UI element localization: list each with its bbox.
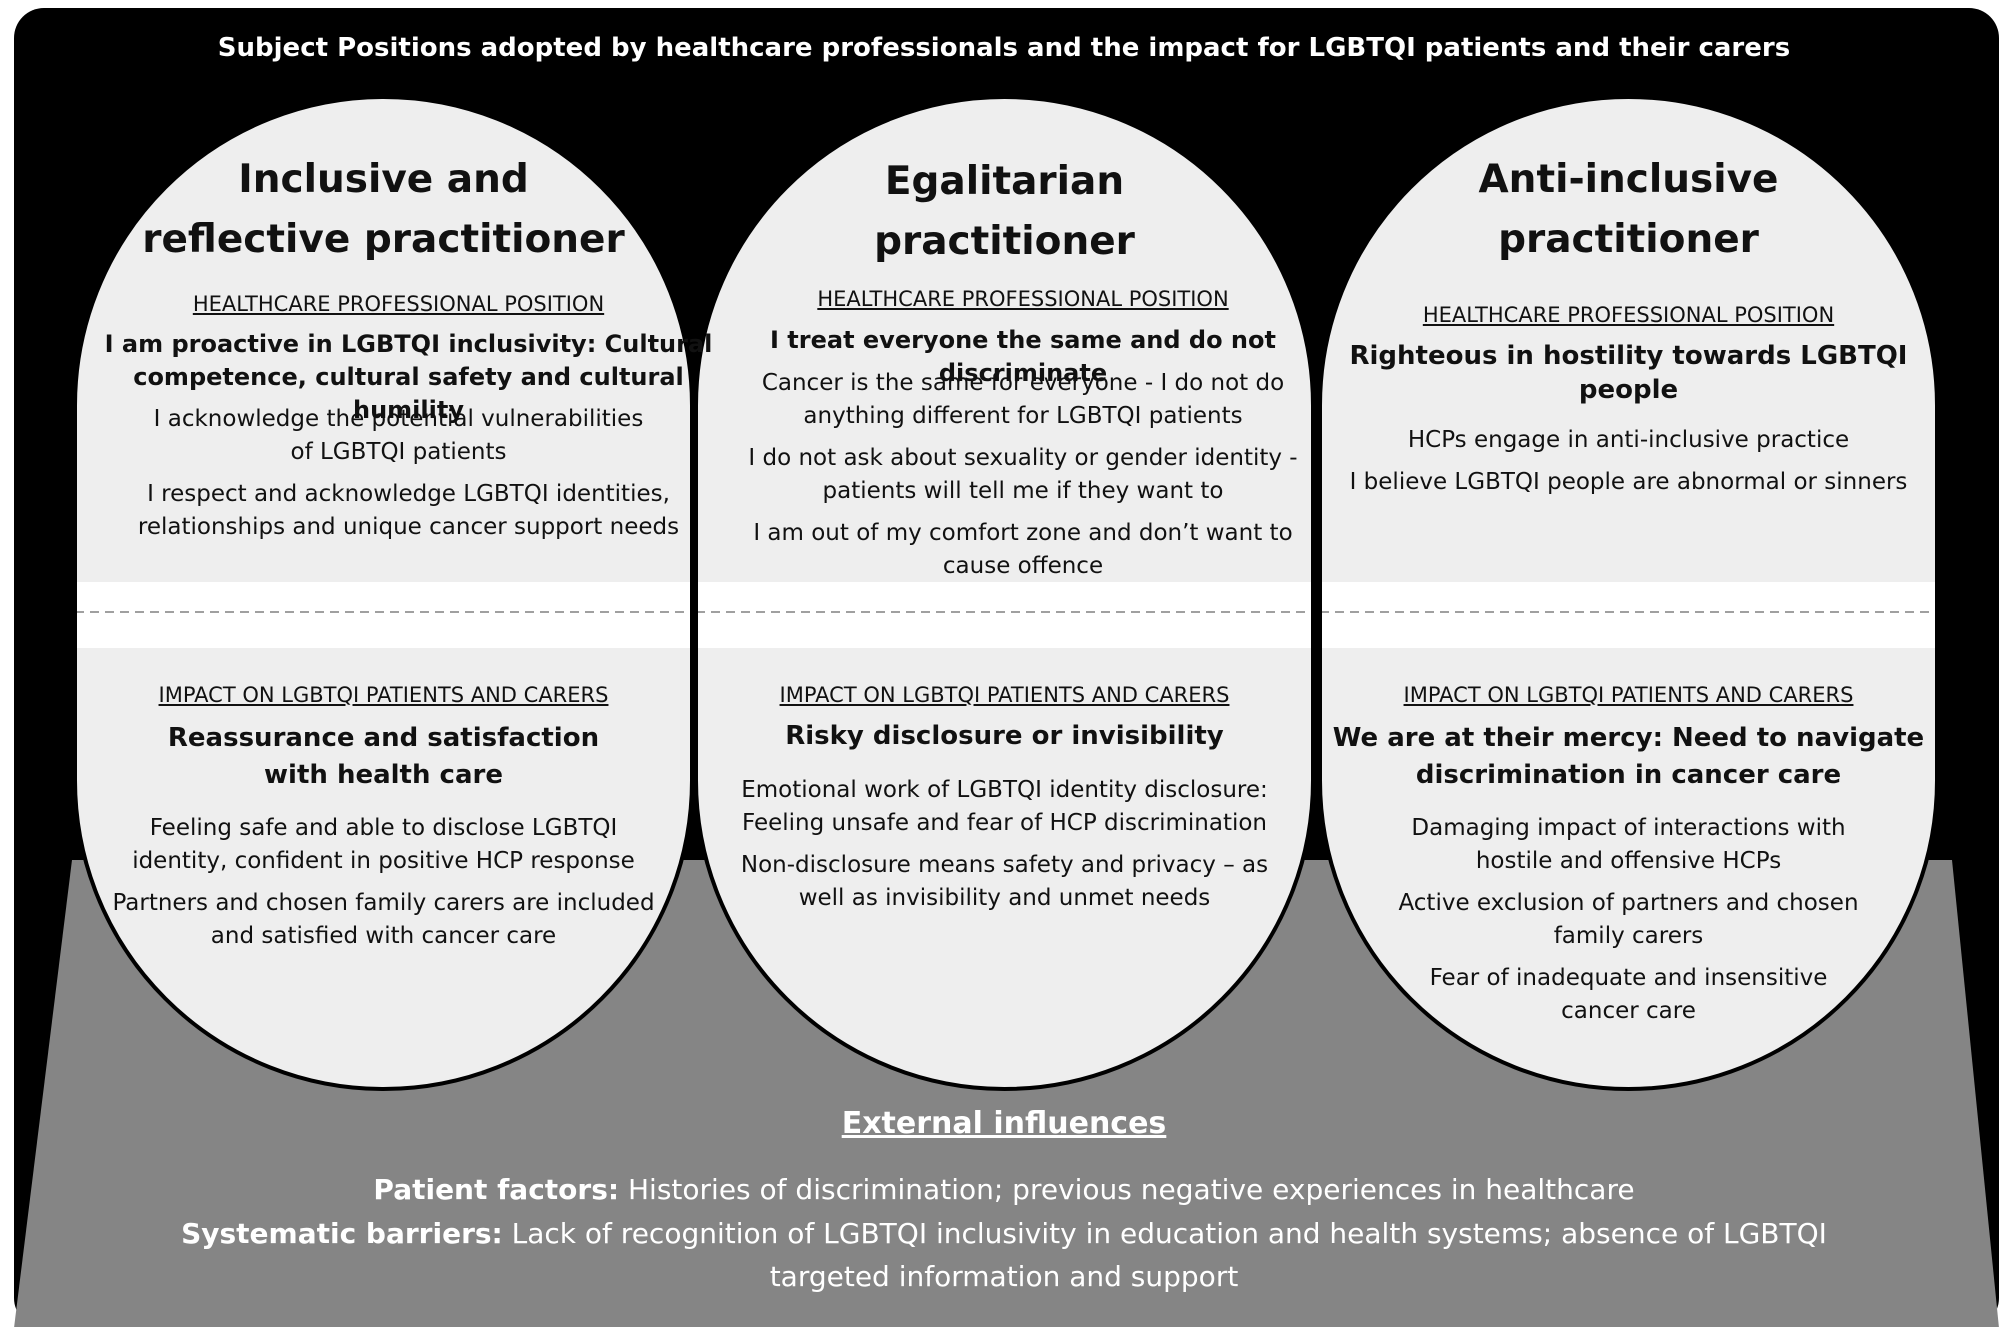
impact-point-anti-inclusive-2: Active exclusion of partners and chosen … (1398, 890, 1859, 949)
position-point-egalitarian-3: I am out of my comfort zone and don’t wa… (753, 520, 1293, 579)
external-systematic-barriers-continued: targeted information and support (769, 1260, 1239, 1293)
impact-label-anti-inclusive: IMPACT ON LGBTQI PATIENTS AND CARERS (1403, 683, 1854, 707)
column-title-egalitarian: Egalitarian practitioner (874, 159, 1135, 264)
position-point-inclusive-1: I acknowledge the potential vulnerabilit… (153, 406, 644, 465)
impact-point-inclusive-1: Feeling safe and able to disclose LGBTQI… (132, 815, 635, 874)
systematic-barriers-label: Systematic barriers: (181, 1217, 503, 1250)
patient-factors-text: Histories of discrimination; previous ne… (628, 1173, 1635, 1206)
patient-factors-label: Patient factors: (373, 1173, 620, 1206)
impact-label-inclusive: IMPACT ON LGBTQI PATIENTS AND CARERS (158, 683, 609, 707)
pill-egalitarian (696, 97, 1313, 1089)
position-point-egalitarian-2: I do not ask about sexuality or gender i… (748, 445, 1298, 504)
systematic-barriers-text: Lack of recognition of LGBTQI inclusivit… (511, 1217, 1827, 1250)
position-point-inclusive-2: I respect and acknowledge LGBTQI identit… (137, 481, 680, 540)
impact-headline-inclusive: Reassurance and satisfaction with health… (167, 723, 600, 790)
column-title-inclusive: Inclusive and reflective practitioner (142, 157, 625, 262)
position-label-anti-inclusive: HEALTHCARE PROFESSIONAL POSITION (1422, 303, 1835, 327)
column-title-anti-inclusive: Anti-inclusive practitioner (1478, 157, 1779, 262)
pill-egalitarian-outline (694, 95, 1315, 1091)
position-headline-inclusive: I am proactive in LGBTQI inclusivity: Cu… (104, 330, 713, 424)
diagram-title: Subject Positions adopted by healthcare … (217, 33, 1791, 63)
impact-point-anti-inclusive-1: Damaging impact of interactions with hos… (1411, 815, 1846, 874)
impact-label-egalitarian: IMPACT ON LGBTQI PATIENTS AND CARERS (779, 683, 1230, 707)
position-headline-anti-inclusive: Righteous in hostility towards LGBTQI pe… (1349, 341, 1908, 405)
external-influences-title: External influences (841, 1106, 1167, 1141)
impact-point-anti-inclusive-3: Fear of inadequate and insensitive cance… (1429, 965, 1828, 1024)
external-systematic-barriers: Systematic barriers: Lack of recognition… (140, 1212, 1868, 1255)
position-point-anti-inclusive-1: HCPs engage in anti-inclusive practice (1407, 427, 1850, 453)
external-patient-factors: Patient factors: Histories of discrimina… (140, 1168, 1868, 1211)
impact-point-egalitarian-1: Emotional work of LGBTQI identity disclo… (741, 777, 1268, 836)
impact-point-inclusive-2: Partners and chosen family carers are in… (112, 890, 655, 949)
position-label-inclusive: HEALTHCARE PROFESSIONAL POSITION (192, 292, 605, 316)
impact-headline-egalitarian: Risky disclosure or invisibility (785, 721, 1224, 751)
pill-inclusive (75, 97, 692, 1089)
position-point-anti-inclusive-2: I believe LGBTQI people are abnormal or … (1349, 469, 1908, 495)
position-label-egalitarian: HEALTHCARE PROFESSIONAL POSITION (817, 287, 1229, 311)
impact-point-egalitarian-2: Non-disclosure means safety and privacy … (740, 852, 1269, 911)
position-point-egalitarian-1: Cancer is the same for everyone - I do n… (761, 370, 1285, 429)
pill-anti-inclusive (1320, 97, 1937, 1089)
pill-anti-inclusive-outline (1318, 95, 1939, 1091)
pill-inclusive-outline (73, 95, 694, 1091)
impact-headline-anti-inclusive: We are at their mercy: Need to navigate … (1332, 723, 1925, 790)
position-headline-egalitarian: I treat everyone the same and do not dis… (770, 326, 1276, 387)
